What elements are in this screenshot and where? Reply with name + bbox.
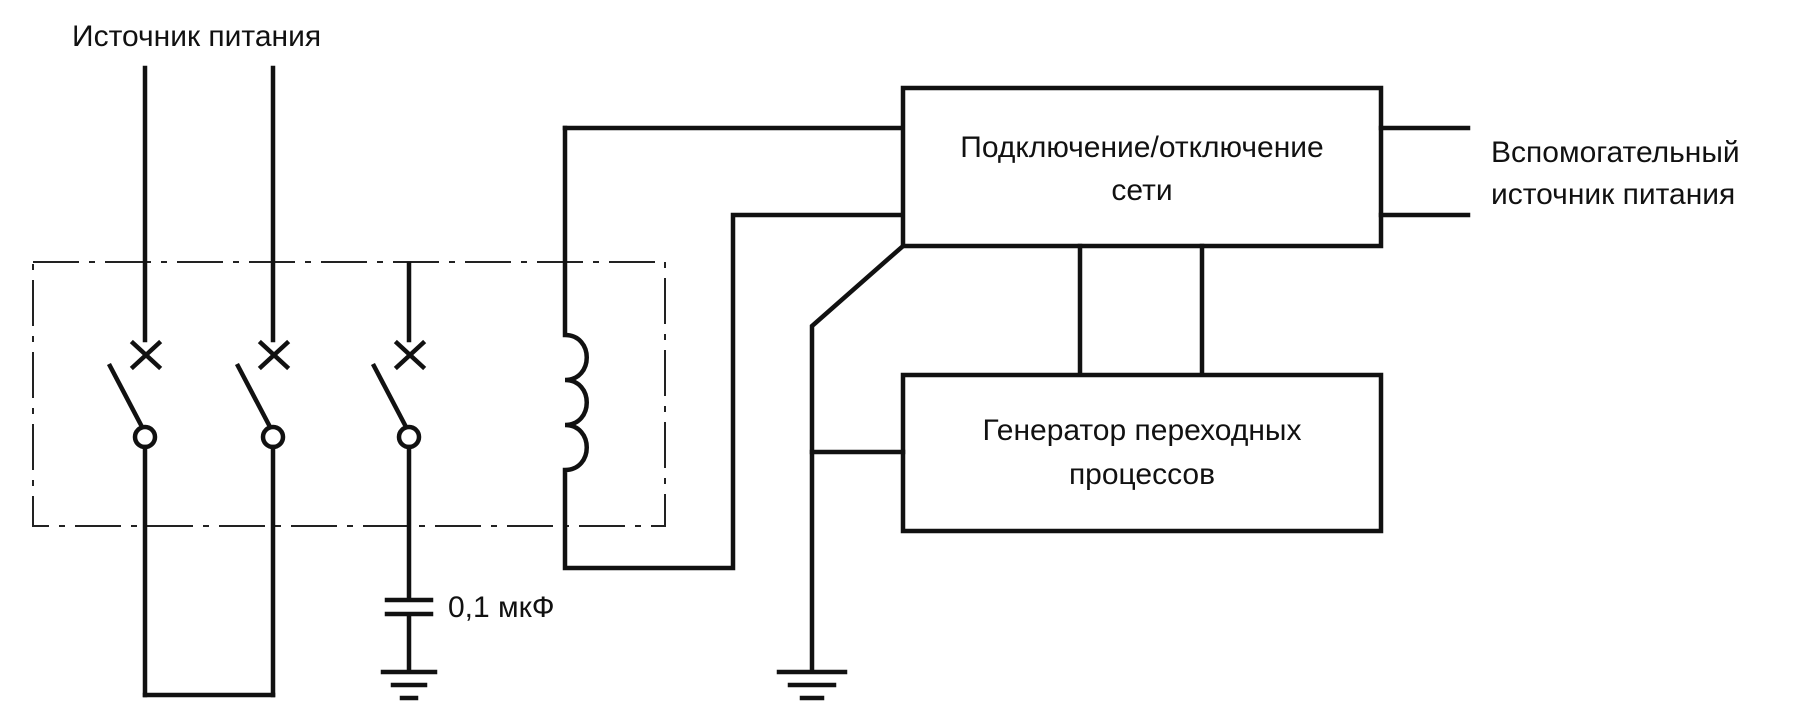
switch-3 — [370, 261, 427, 601]
aux-source-label-line1: Вспомогательный — [1491, 136, 1740, 169]
aux-source-label-line2: источник питания — [1491, 178, 1735, 211]
switch-1 — [106, 65, 163, 698]
generator-block-title-line1: Генератор переходных — [983, 414, 1302, 447]
generator-block-title-line2: процессов — [1069, 458, 1215, 491]
ground-symbol-2 — [776, 669, 848, 701]
dashdot-enclosure — [32, 261, 666, 527]
ground-symbol-1 — [380, 669, 438, 701]
ground-path — [809, 242, 907, 673]
network-switch-block — [900, 85, 1384, 249]
transient-generator-block — [900, 372, 1384, 534]
network-block-title-line2: сети — [1111, 174, 1172, 207]
network-block-title-line1: Подключение/отключение — [960, 131, 1323, 164]
relay-coil — [562, 125, 906, 571]
capacitor-value-label: 0,1 мкФ — [448, 591, 555, 624]
switch-2 — [234, 65, 291, 698]
power-source-label: Источник питания — [72, 20, 321, 53]
capacitor-symbol — [384, 597, 434, 673]
